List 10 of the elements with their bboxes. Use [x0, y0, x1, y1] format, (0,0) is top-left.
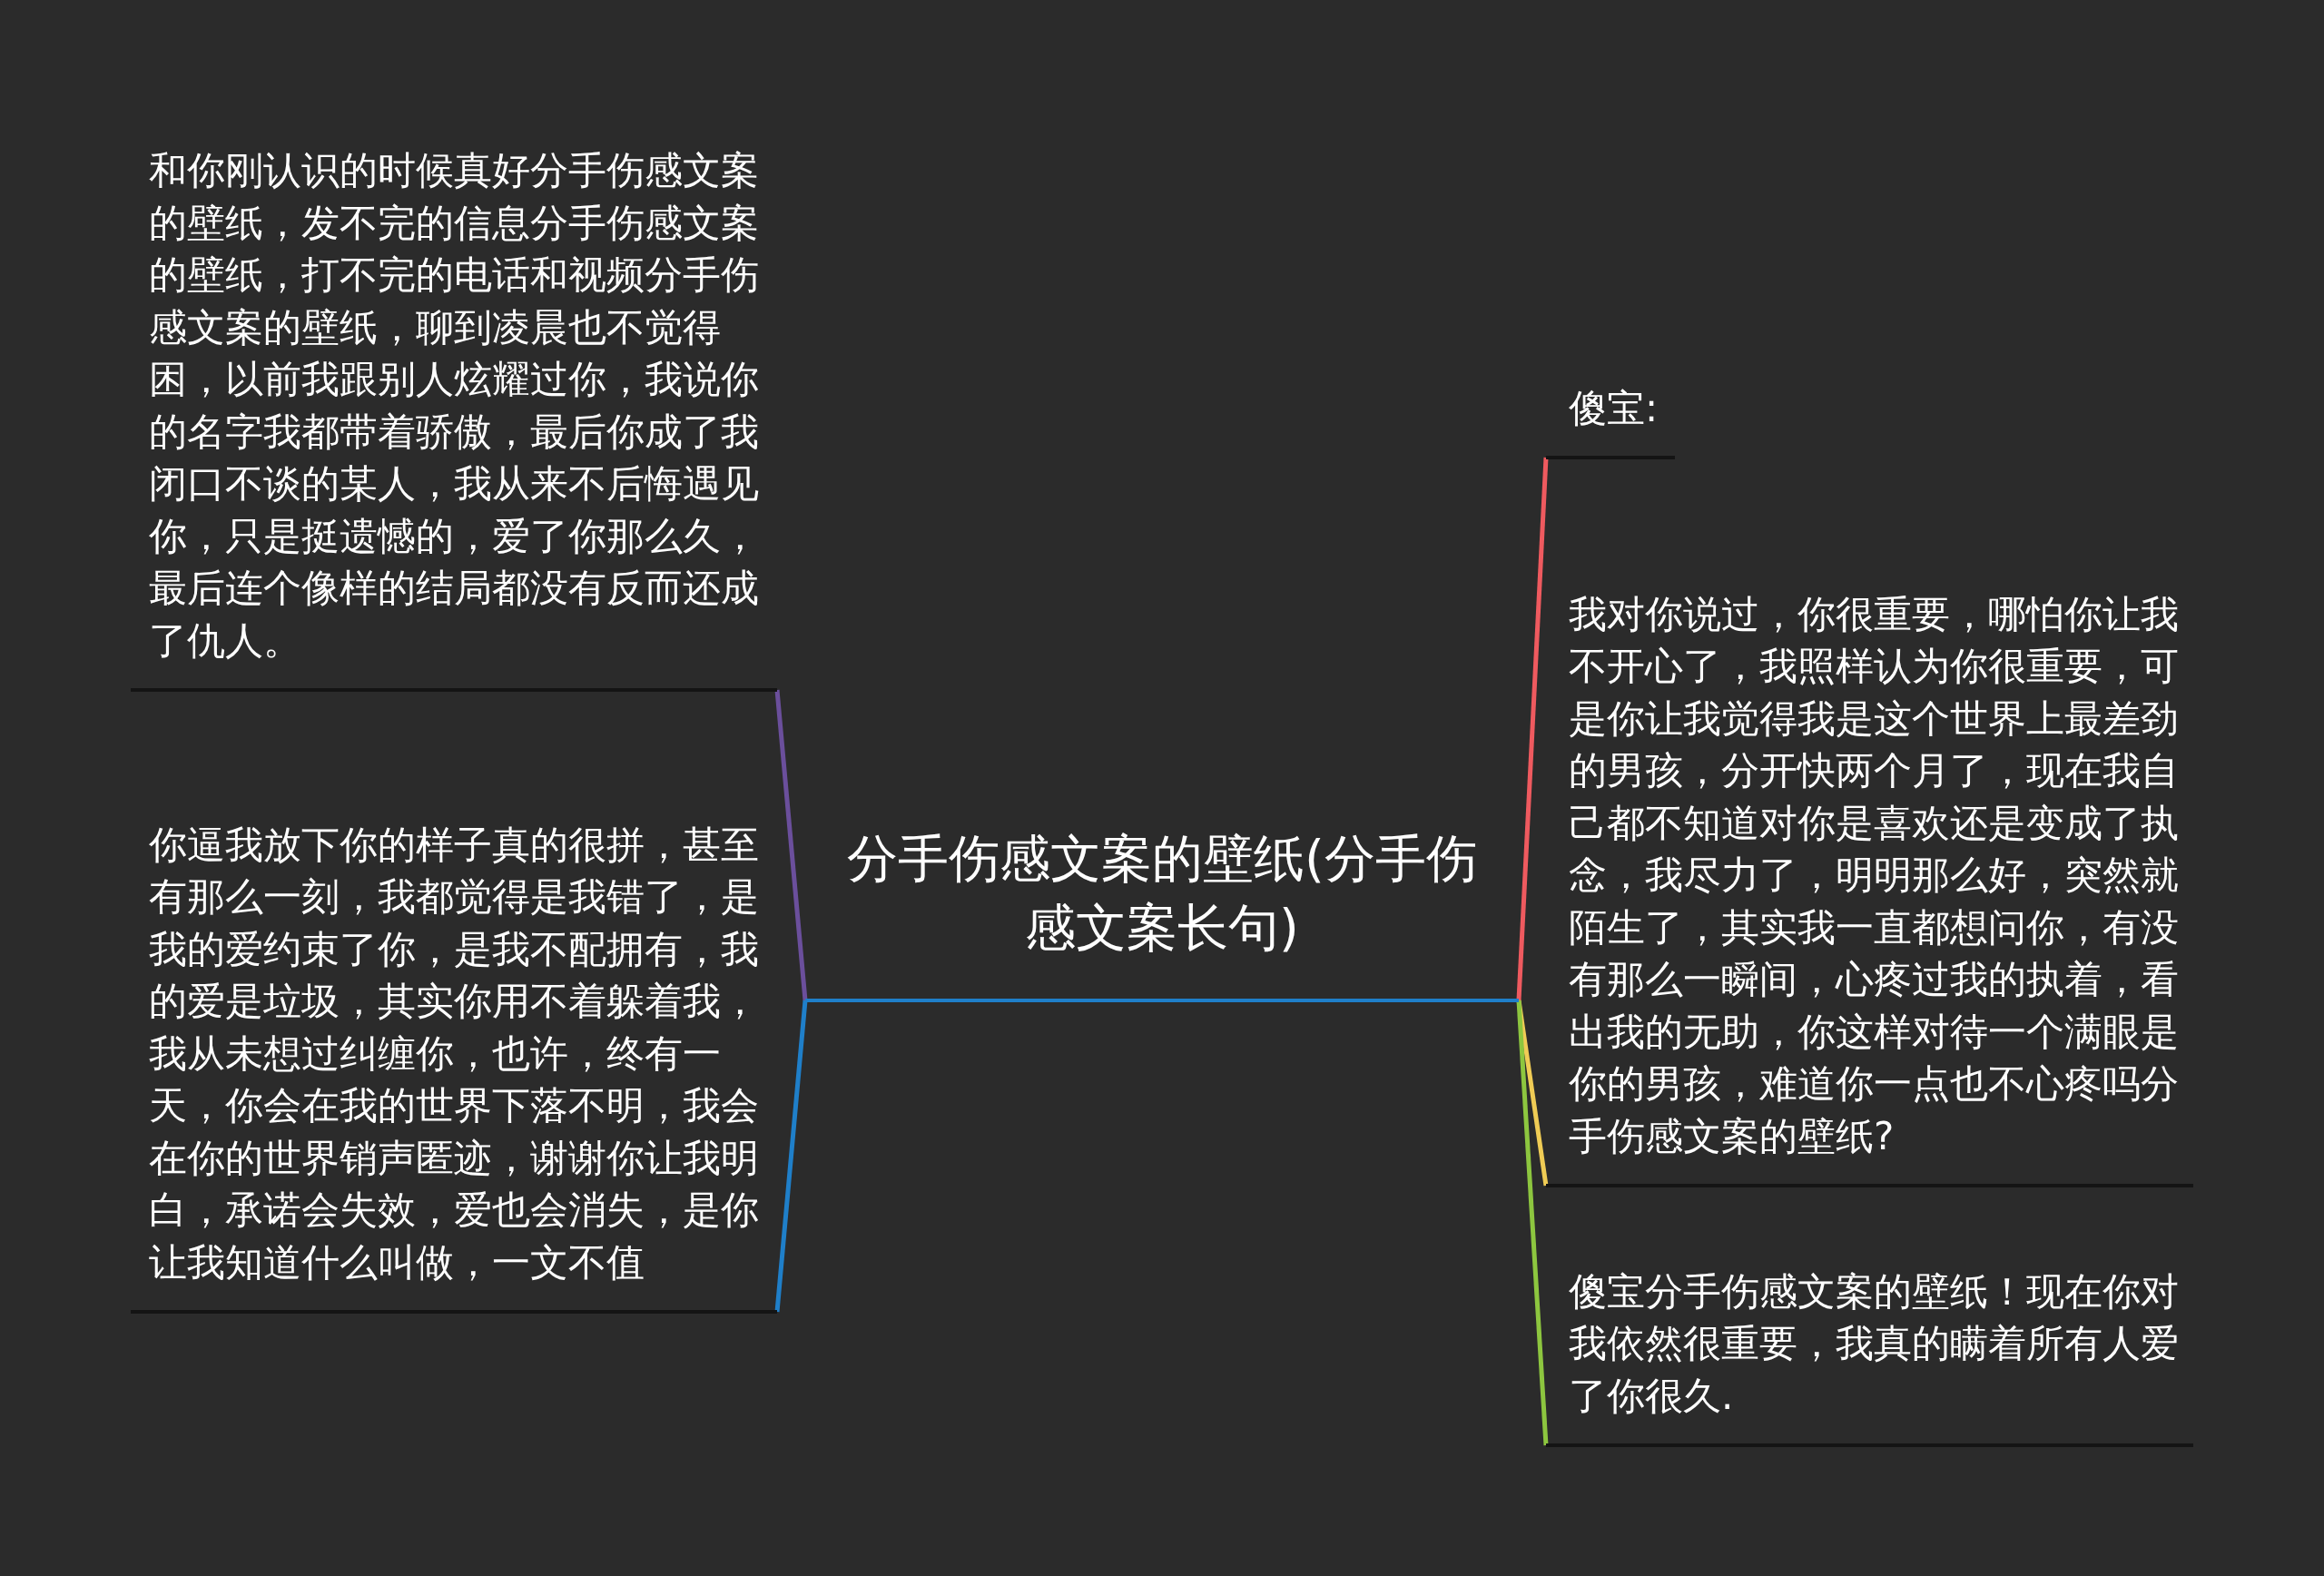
- branch-topic: 我对你说过，你很重要，哪怕你让我不开心了，我照样认为你很重要，可是你让我觉得我是这个世界上最差劲的男孩，分开快两个月了，现在我自己都不知道对你是喜欢还是变成了执念，我尽力了，明明那么好，突然就陌生了，其实我一直都想问你，有没有那么一瞬间，心疼过我的执着，看出我的无助，你这样对待一个满眼是你的男孩，难道你一点也不心疼吗分手伤感文案的壁纸?: [1546, 527, 2193, 1187]
- central-topic: 分手伤感文案的壁纸(分手伤感文案长句): [805, 817, 1519, 1002]
- connector-line: [774, 689, 808, 1001]
- branch-topic: 傻宝:: [1546, 372, 1675, 459]
- branch-topic: 傻宝分手伤感文案的壁纸！现在你对我依然很重要，我真的瞒着所有人爱了你很久.: [1546, 1253, 2193, 1447]
- connector-line: [1516, 1000, 1549, 1446]
- branch-topic: 你逼我放下你的样子真的很拼，甚至有那么一刻，我都觉得是我错了，是我的爱约束了你，是我不配拥有，我的爱是垃圾，其实你用不着躲着我，我从未想过纠缠你，也许，终有一天，你会在我的世界下落不明，我会在你的世界销声匿迹，谢谢你让我明白，承诺会失效，爱也会消失，是你让我知道什么叫做，一文不值: [131, 763, 777, 1314]
- branch-topic: 和你刚认识的时候真好分手伤感文案的壁纸，发不完的信息分手伤感文案的壁纸，打不完的电话和视频分手伤感文案的壁纸，聊到凌晨也不觉得困，以前我跟别人炫耀过你，我说你的名字我都带着骄傲，最后你成了我闭口不谈的某人，我从来不后悔遇见你，只是挺遗憾的，爱了你那么久，最后连个像样的结局都没有反而还成了仇人。: [131, 136, 777, 692]
- connector-line: [774, 1000, 808, 1313]
- connector-line: [1516, 457, 1549, 1001]
